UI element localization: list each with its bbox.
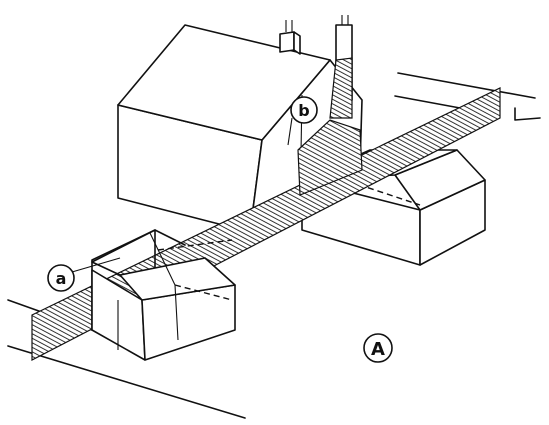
marker-b: b bbox=[290, 96, 318, 124]
marker-b-circle bbox=[290, 96, 318, 124]
leader-lines bbox=[71, 117, 293, 273]
marker-a: a bbox=[47, 264, 75, 292]
marker-b-label: b bbox=[298, 101, 309, 120]
marker-A-label: A bbox=[371, 339, 385, 360]
marker-a-label: a bbox=[56, 269, 67, 288]
marker-A-circle bbox=[363, 333, 393, 363]
figure-marker-A: A bbox=[363, 333, 393, 363]
house-left bbox=[91, 229, 236, 361]
marker-a-circle bbox=[47, 264, 75, 292]
